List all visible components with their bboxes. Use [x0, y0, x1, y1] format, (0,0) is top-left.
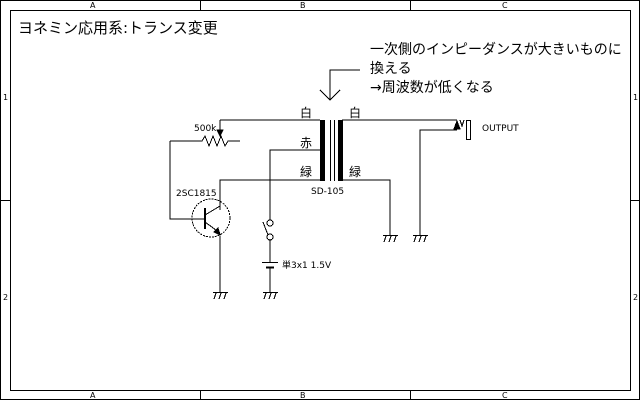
- annotation-line-3: →周波数が低くなる: [370, 80, 494, 96]
- diagram-title: ヨネミン応用系:トランス変更: [18, 19, 218, 37]
- column-label-c-bottom: C: [502, 391, 508, 400]
- ground-icon: [413, 235, 428, 243]
- battery: [262, 262, 278, 269]
- output-label: OUTPUT: [482, 124, 519, 134]
- transformer: [320, 120, 343, 181]
- row-label-2: 2: [3, 293, 8, 302]
- inner-frame: [10, 10, 631, 391]
- wire-label-primary-white: 白: [300, 105, 312, 120]
- row-label-1: 1: [3, 93, 8, 102]
- annotation-line-1: 一次側のインピーダンスが大きいものに: [370, 42, 622, 58]
- transistor: [191, 198, 231, 238]
- potentiometer-label: 500k: [194, 124, 217, 134]
- switch: [262, 219, 274, 241]
- wire-label-primary-red: 赤: [300, 136, 312, 150]
- ground-icon: [213, 292, 228, 300]
- transformer-label: SD-105: [311, 187, 344, 197]
- column-label-a-bottom: A: [90, 391, 96, 400]
- ground-icon: [263, 292, 278, 300]
- potentiometer: [170, 120, 240, 148]
- column-label-a: A: [90, 1, 96, 10]
- wire-label-primary-green: 緑: [300, 164, 312, 179]
- ground-icon: [383, 235, 398, 243]
- column-label-c: C: [502, 1, 508, 10]
- transistor-label: 2SC1815: [176, 189, 217, 199]
- row-label-2-right: 2: [633, 293, 638, 302]
- output-jack: [453, 119, 471, 140]
- battery-label: 単3x1 1.5V: [282, 259, 332, 271]
- column-label-b-bottom: B: [300, 391, 306, 400]
- wire-label-secondary-white: 白: [349, 105, 361, 120]
- annotation-line-2: 換える: [370, 61, 412, 77]
- column-label-b: B: [300, 1, 306, 10]
- wire-label-secondary-green: 緑: [349, 164, 361, 179]
- wires: [169, 119, 457, 292]
- row-label-1-right: 1: [633, 93, 638, 102]
- annotation-arrow-icon: [319, 69, 360, 101]
